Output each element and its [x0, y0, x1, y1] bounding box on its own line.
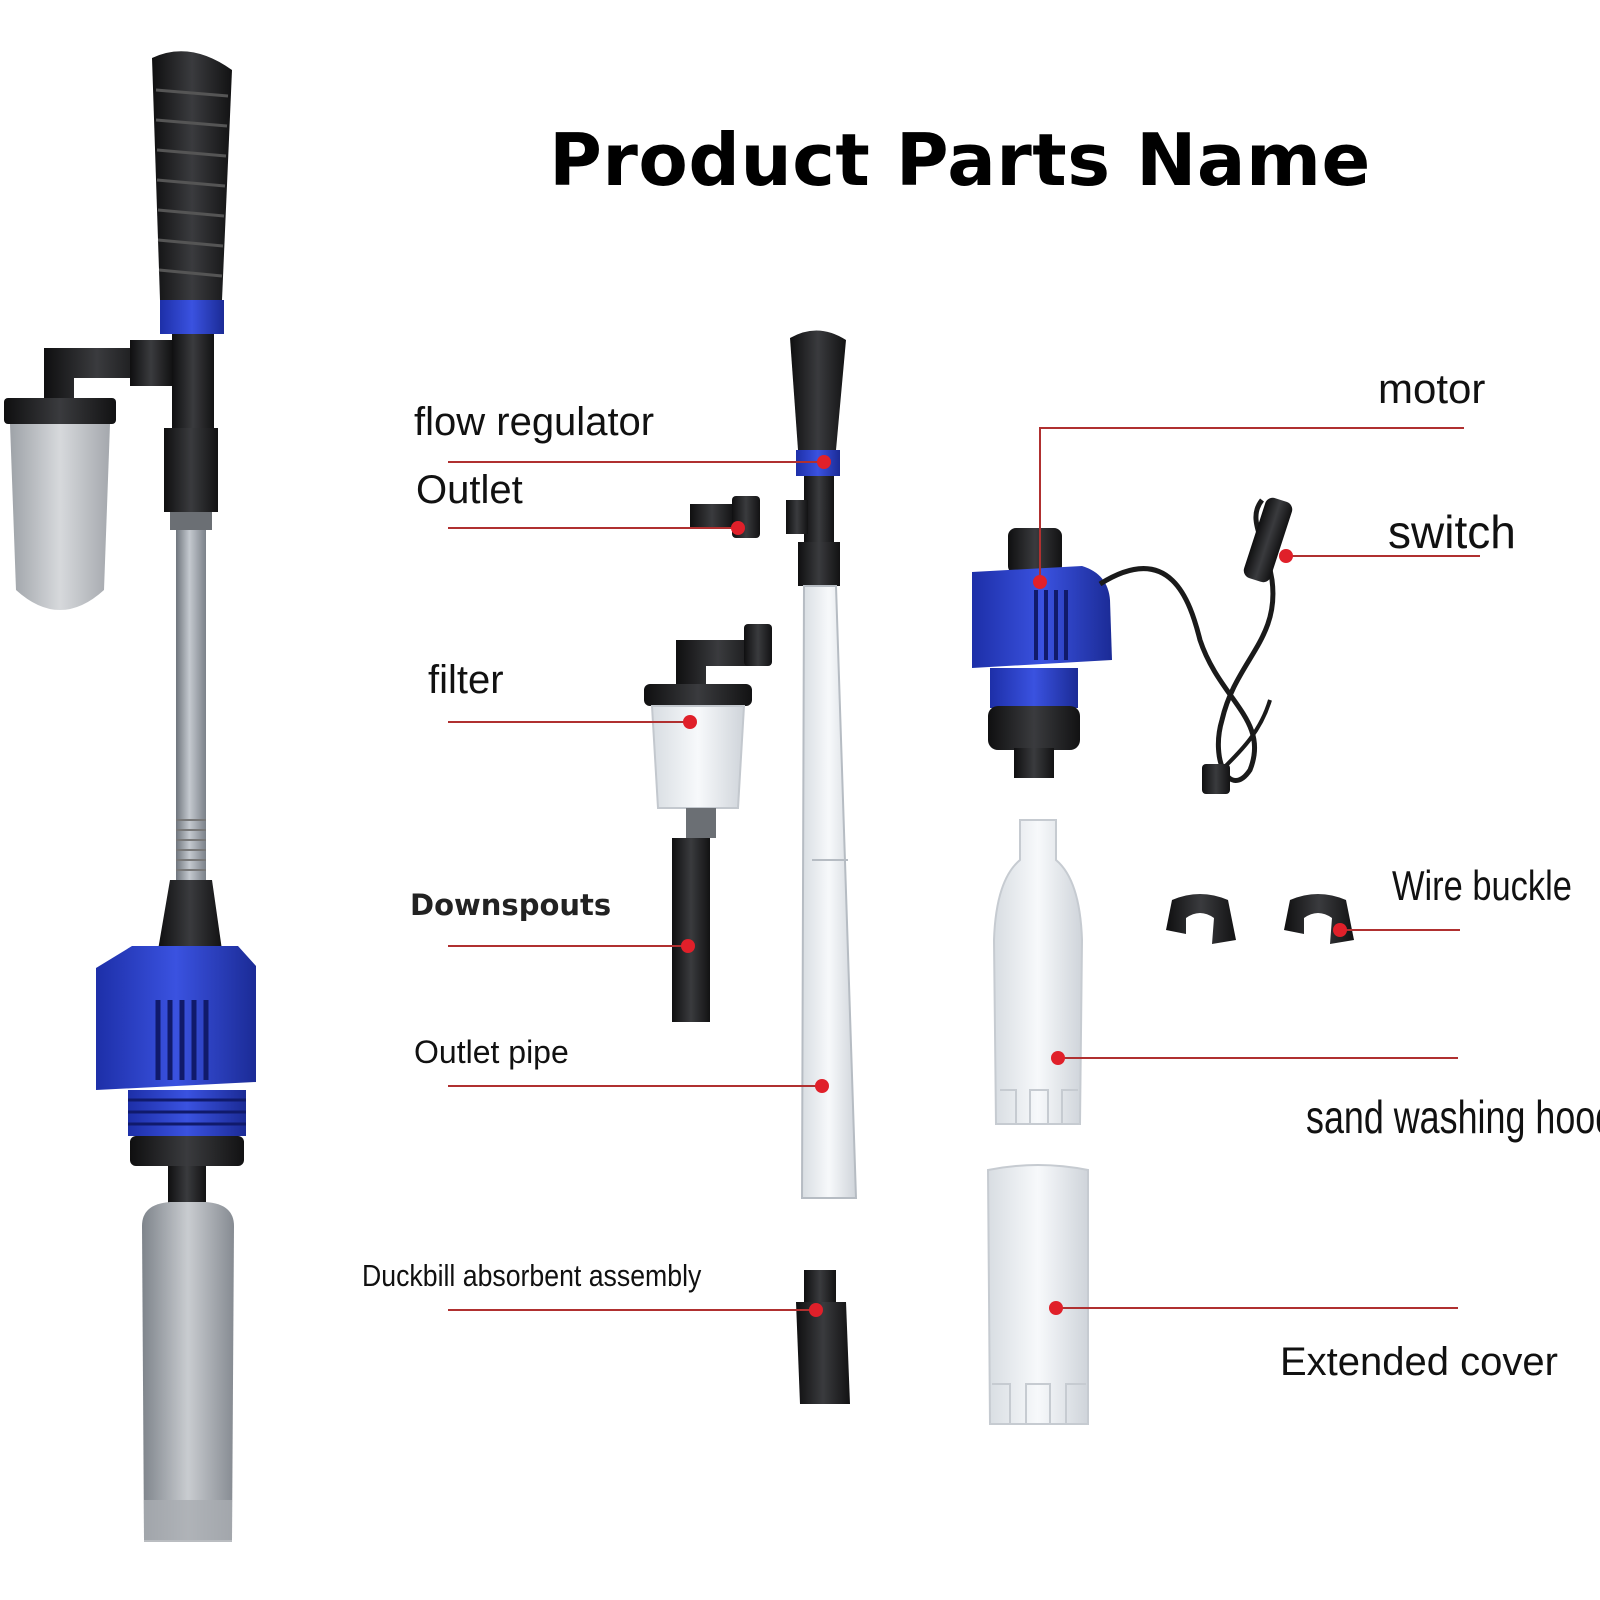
duckbill-part — [796, 1270, 850, 1404]
outlet-fitting — [690, 496, 760, 538]
assembled-handle — [152, 51, 232, 300]
exploded-right — [972, 497, 1354, 1425]
marker-dots — [681, 455, 1347, 1317]
marker-outlet-pipe — [815, 1079, 829, 1093]
assembled-filter-cup — [10, 424, 110, 610]
plug-part — [1202, 764, 1230, 794]
label-motor: motor — [1378, 365, 1486, 412]
assembled-blue-ring — [160, 300, 224, 334]
marker-downspouts — [681, 939, 695, 953]
label-sand-washing-hood: sand washing hood — [1306, 1091, 1600, 1143]
label-switch: switch — [1388, 506, 1516, 558]
sand-washing-hood-part — [992, 819, 1084, 1125]
label-outlet: Outlet — [416, 468, 523, 512]
extended-cover-part — [986, 1164, 1089, 1425]
filter-part — [644, 624, 772, 838]
assembled-grey-tube — [176, 530, 206, 885]
wire-buckle-1 — [1166, 894, 1236, 944]
marker-extended-cover — [1049, 1301, 1063, 1315]
exploded-middle — [644, 330, 858, 1404]
page-title: Product Parts Name — [549, 118, 1371, 202]
label-downspouts: Downspouts — [410, 888, 612, 922]
switch-part — [1243, 497, 1293, 583]
marker-wire-buckle — [1333, 923, 1347, 937]
pipe-handle — [790, 330, 846, 450]
leader-motor — [1039, 427, 1464, 580]
label-duckbill: Duckbill absorbent assembly — [362, 1258, 702, 1293]
marker-outlet — [731, 521, 745, 535]
motor-part — [972, 528, 1112, 778]
leader-lines — [448, 427, 1480, 1311]
assembled-motor-body — [96, 946, 256, 1090]
label-outlet-pipe: Outlet pipe — [414, 1034, 569, 1070]
assembled-cleaner — [4, 51, 256, 1542]
outlet-pipe-clear — [800, 585, 858, 1199]
label-wire-buckle: Wire buckle — [1392, 862, 1572, 909]
marker-sand-hood — [1051, 1051, 1065, 1065]
power-cable — [1098, 498, 1276, 783]
marker-duckbill — [809, 1303, 823, 1317]
marker-switch — [1279, 549, 1293, 563]
marker-flow-regulator — [817, 455, 831, 469]
label-flow-regulator: flow regulator — [414, 400, 655, 444]
marker-filter — [683, 715, 697, 729]
marker-motor — [1033, 575, 1047, 589]
assembled-canister — [142, 1202, 234, 1540]
wire-buckle-2 — [1284, 894, 1354, 944]
label-filter: filter — [428, 658, 504, 702]
label-extended-cover: Extended cover — [1280, 1340, 1558, 1384]
downspout-part — [672, 838, 710, 1022]
